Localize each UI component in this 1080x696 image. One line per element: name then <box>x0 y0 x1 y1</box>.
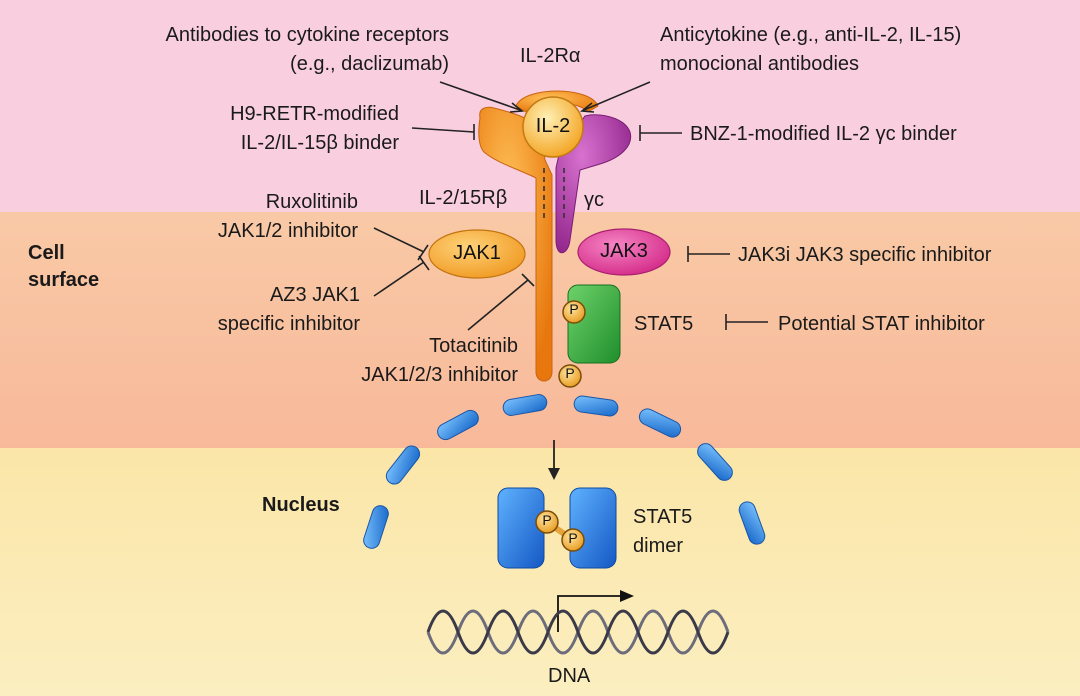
jak3-kinase <box>577 228 671 276</box>
inhibition-lines <box>373 81 768 331</box>
stat5-dimer-line1: STAT5 <box>633 506 693 528</box>
transcription-arrow <box>557 590 634 632</box>
phosphate-dimer-label-1: P <box>542 512 552 528</box>
translocation-arrow <box>548 440 560 480</box>
anticytokine-line1: Anticytokine (e.g., anti-IL-2, IL-15) <box>660 24 962 46</box>
il2r-alpha-label: IL-2Rα <box>520 45 581 67</box>
jak1-kinase <box>428 229 526 279</box>
phosphate-dimer-label-2: P <box>568 530 578 546</box>
ruxolitinib-line2: JAK1/2 inhibitor <box>217 220 358 242</box>
nuclear-membrane <box>363 394 766 549</box>
ruxolitinib-line1: Ruxolitinib <box>265 191 358 213</box>
anticytokine-line2: monocional antibodies <box>660 53 860 75</box>
h9-retr-line2: IL-2/IL-15β binder <box>240 132 399 154</box>
az3-line1: AZ3 JAK1 <box>269 284 360 306</box>
nucleus-region <box>0 448 1080 696</box>
jak3-label: JAK3 <box>600 240 648 262</box>
antibodies-receptors-line1: Antibodies to cytokine receptors <box>165 24 450 46</box>
dna-helix <box>426 609 730 655</box>
h9-retr-line1: H9-RETR-modified <box>230 103 399 125</box>
nucleus-label: Nucleus <box>262 494 340 516</box>
gamma-c-label: γc <box>584 189 604 211</box>
az3-line2: specific inhibitor <box>217 313 360 335</box>
phosphate-on-stat5 <box>562 300 586 324</box>
il2-receptor-beta-chain <box>478 106 553 382</box>
tofacitinib-line1: Totacitinib <box>429 335 518 357</box>
jak3i-label: JAK3i JAK3 specific inhibitor <box>738 244 992 266</box>
tofacitinib-line2: JAK1/2/3 inhibitor <box>361 364 518 386</box>
stat5-protein <box>567 284 621 364</box>
il2-15r-beta-label: IL-2/15Rβ <box>419 187 508 209</box>
jak1-label: JAK1 <box>453 242 501 264</box>
stat5-dimer-line2: dimer <box>633 535 684 557</box>
dna-label: DNA <box>548 665 591 687</box>
phosphate-on-receptor <box>558 364 582 388</box>
il2-cytokine <box>522 96 584 158</box>
phosphate-stat5-label: P <box>569 301 579 317</box>
il2-label: IL-2 <box>535 115 571 137</box>
stat5-label: STAT5 <box>634 313 694 335</box>
potential-stat-inhibitor-label: Potential STAT inhibitor <box>778 313 985 335</box>
stat5-dimer <box>497 487 617 569</box>
antibodies-receptors-line2: (e.g., daclizumab) <box>290 53 449 75</box>
gamma-c-chain <box>555 114 632 254</box>
cell-surface-line2: surface <box>28 269 100 291</box>
bnz1-label: BNZ-1-modified IL-2 γc binder <box>690 123 957 145</box>
phosphate-receptor-label: P <box>565 365 575 381</box>
cell-surface-line1: Cell <box>28 242 65 264</box>
